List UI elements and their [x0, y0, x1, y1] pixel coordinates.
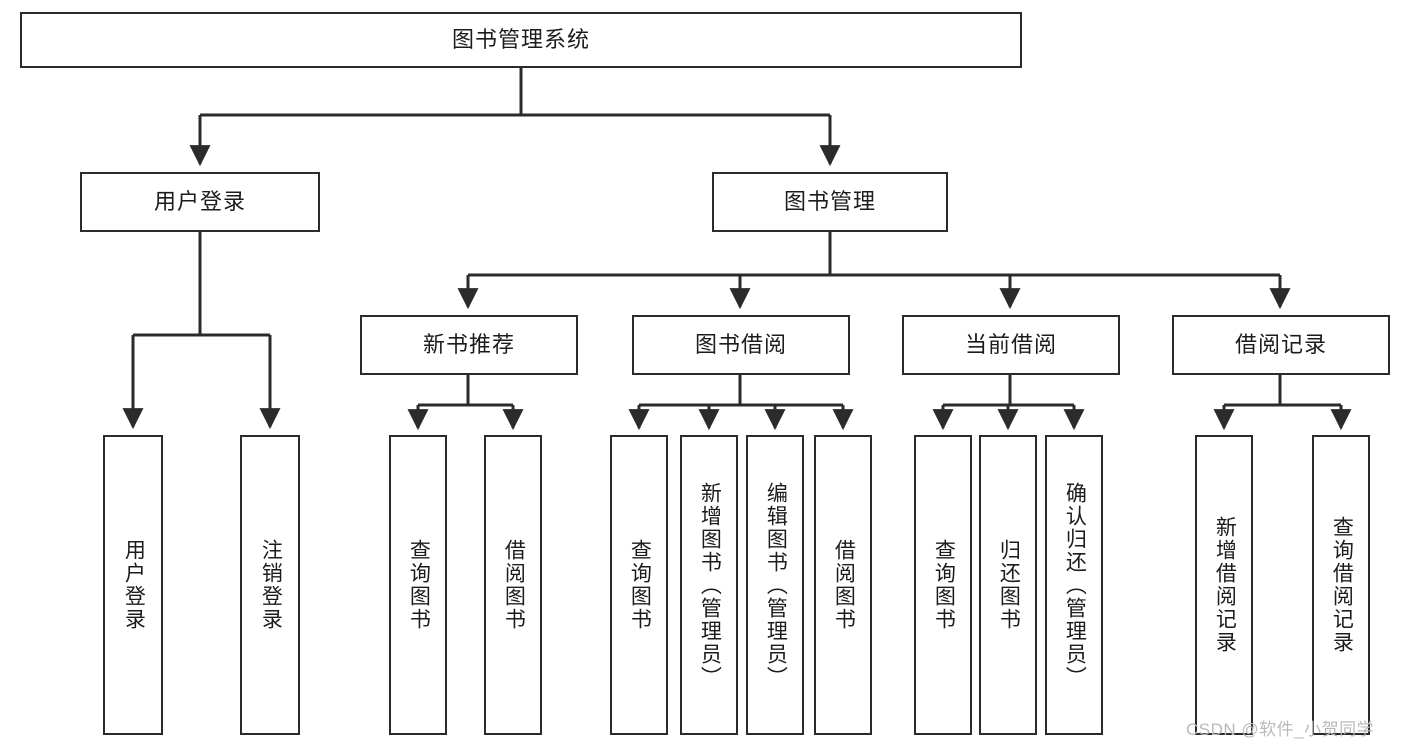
leaf-record-query-record[interactable]: 查询借阅记录 [1312, 435, 1370, 735]
node-book-management[interactable]: 图书管理 [712, 172, 948, 232]
leaf-current-query-book[interactable]: 查询图书 [914, 435, 972, 735]
node-label: 注销登录 [259, 539, 283, 631]
node-label: 查询图书 [407, 539, 431, 631]
node-label: 当前借阅 [964, 331, 1057, 357]
node-book-borrow[interactable]: 图书借阅 [632, 315, 850, 375]
node-borrow-record[interactable]: 借阅记录 [1172, 315, 1390, 375]
leaf-user-login-login[interactable]: 用户登录 [103, 435, 163, 735]
leaf-borrow-edit-book[interactable]: 编辑图书（管理员） [746, 435, 804, 735]
node-root-system[interactable]: 图书管理系统 [20, 12, 1022, 68]
node-user-login[interactable]: 用户登录 [80, 172, 320, 232]
node-label: 图书借阅 [694, 331, 787, 357]
node-label: 借阅图书 [832, 539, 856, 631]
node-current-borrow[interactable]: 当前借阅 [902, 315, 1120, 375]
watermark: CSDN @软件_小贺同学 [1186, 720, 1375, 739]
leaf-borrow-query-book[interactable]: 查询图书 [610, 435, 668, 735]
node-label: 编辑图书（管理员） [764, 481, 788, 689]
leaf-user-login-logout[interactable]: 注销登录 [240, 435, 300, 735]
node-label: 新增借阅记录 [1213, 516, 1237, 654]
node-label: 用户登录 [122, 539, 146, 631]
node-label: 图书管理 [783, 188, 876, 214]
node-new-book-recommend[interactable]: 新书推荐 [360, 315, 578, 375]
node-label: 确认归还（管理员） [1063, 481, 1087, 689]
leaf-borrow-add-book[interactable]: 新增图书（管理员） [680, 435, 738, 735]
leaf-recommend-query-book[interactable]: 查询图书 [389, 435, 447, 735]
leaf-recommend-borrow-book[interactable]: 借阅图书 [484, 435, 542, 735]
node-label: 借阅图书 [502, 539, 526, 631]
leaf-borrow-borrow-book[interactable]: 借阅图书 [814, 435, 872, 735]
node-label: 新书推荐 [422, 331, 515, 357]
node-label: 图书管理系统 [451, 26, 590, 52]
node-label: 查询借阅记录 [1330, 516, 1354, 654]
leaf-current-return-book[interactable]: 归还图书 [979, 435, 1037, 735]
leaf-current-confirm-return[interactable]: 确认归还（管理员） [1045, 435, 1103, 735]
leaf-record-add-record[interactable]: 新增借阅记录 [1195, 435, 1253, 735]
node-label: 查询图书 [628, 539, 652, 631]
node-label: 新增图书（管理员） [698, 481, 722, 689]
node-label: 查询图书 [932, 539, 956, 631]
node-label: 借阅记录 [1234, 331, 1327, 357]
node-label: 归还图书 [997, 539, 1021, 631]
node-label: 用户登录 [153, 188, 246, 214]
